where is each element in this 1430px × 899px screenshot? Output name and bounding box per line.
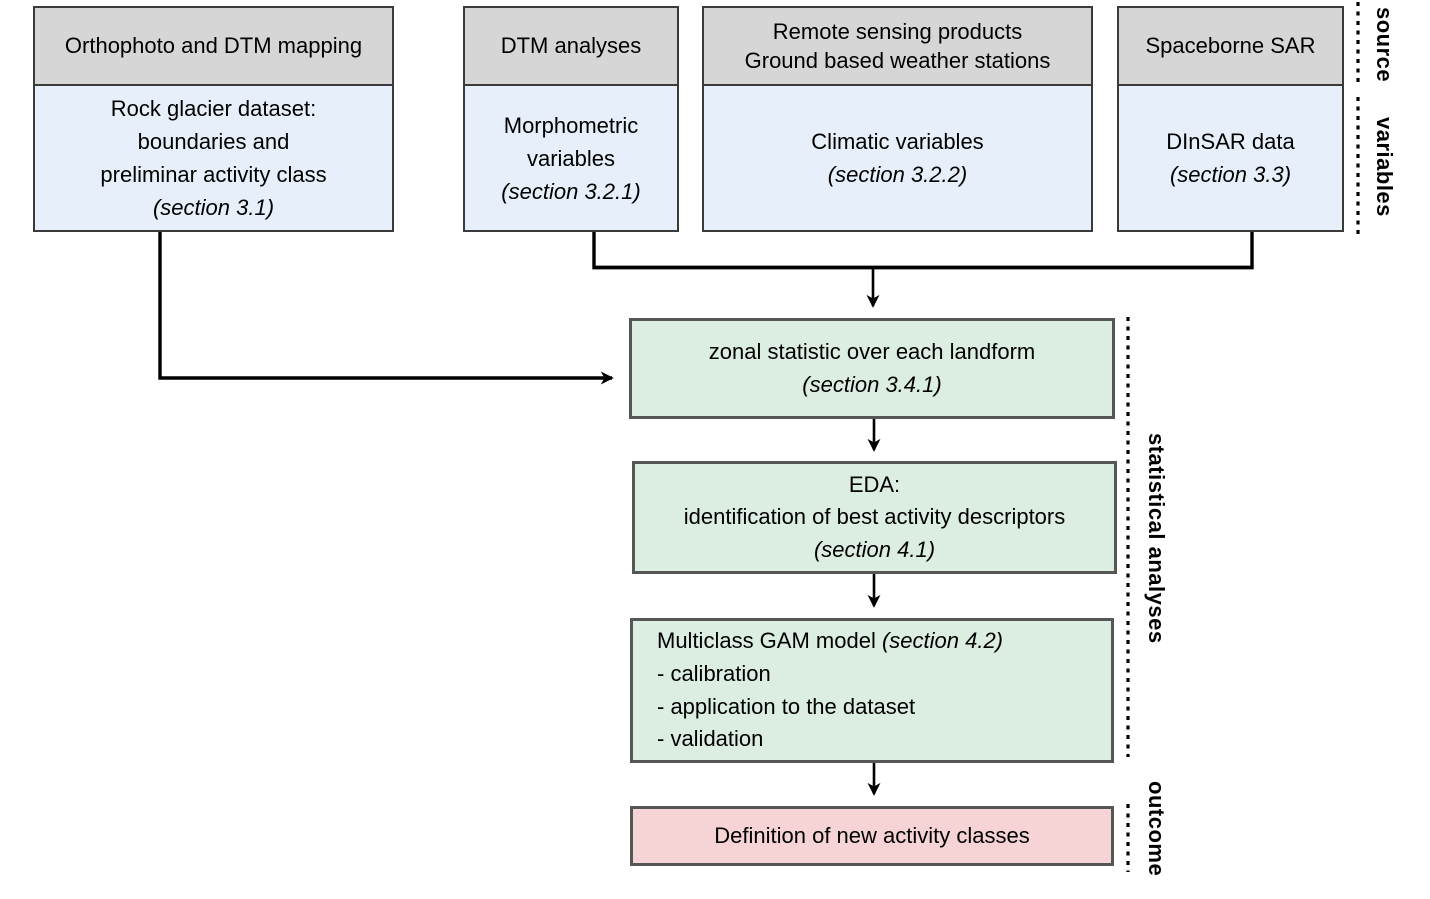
side-label-source: source xyxy=(1372,7,1397,83)
source-box-spaceborne-sar: Spaceborne SAR xyxy=(1119,8,1342,86)
variable-box-dinsar-data: DInSAR data (section 3.3) xyxy=(1119,86,1342,230)
section-reference: (section 3.2.1) xyxy=(501,178,641,204)
section-reference: (section 3.4.1) xyxy=(802,371,942,397)
gam-title: Multiclass GAM model xyxy=(657,628,882,654)
side-label-outcome: outcome xyxy=(1144,781,1169,877)
side-label-statistical-analyses: statistical analyses xyxy=(1144,432,1169,644)
outcome-text: Definition of new activity classes xyxy=(714,822,1030,848)
variable-box-climatic-variables: Climatic variables (section 3.2.2) xyxy=(704,86,1091,230)
arrow-dataset-to-zonal xyxy=(158,231,614,385)
variable-text: DInSAR data xyxy=(1166,129,1295,154)
gam-item-application: - application to the dataset xyxy=(657,693,916,719)
source-box-remote-sensing-weather-stations: Remote sensing products Ground based wea… xyxy=(704,8,1091,86)
section-reference: (section 3.1) xyxy=(152,195,275,220)
source-box-orthophoto-dtm-mapping: Orthophoto and DTM mapping xyxy=(35,8,392,86)
column-orthophoto-dtm: Orthophoto and DTM mapping Rock glacier … xyxy=(33,6,394,232)
stage-box-eda: EDA: identification of best activity des… xyxy=(632,461,1117,574)
gam-title-line: Multiclass GAM model (section 4.2) xyxy=(657,625,1003,658)
column-dtm-analyses: DTM analyses Morphometric variables (sec… xyxy=(463,6,679,232)
section-reference: (section 4.1) xyxy=(813,536,936,562)
side-label-variables: variables xyxy=(1372,117,1397,217)
source-box-dtm-analyses: DTM analyses xyxy=(465,8,677,86)
stage-text: EDA: identification of best activity des… xyxy=(683,471,1066,530)
stage-text: zonal statistic over each landform xyxy=(708,338,1036,364)
variable-text: Rock glacier dataset: boundaries and pre… xyxy=(100,96,327,187)
gam-item-calibration: - calibration xyxy=(657,660,771,686)
gam-item-validation: - validation xyxy=(657,726,764,752)
stage-box-zonal-statistic: zonal statistic over each landform (sect… xyxy=(629,318,1115,419)
outcome-box-new-activity-classes: Definition of new activity classes xyxy=(630,806,1114,866)
section-reference: (section 3.2.2) xyxy=(827,162,968,187)
column-remote-sensing: Remote sensing products Ground based wea… xyxy=(702,6,1093,232)
column-spaceborne-sar: Spaceborne SAR DInSAR data (section 3.3) xyxy=(1117,6,1344,232)
variable-text: Climatic variables xyxy=(811,129,984,154)
variable-box-rock-glacier-dataset: Rock glacier dataset: boundaries and pre… xyxy=(35,86,392,230)
variable-text: Morphometric variables xyxy=(503,112,639,171)
variable-box-morphometric-variables: Morphometric variables (section 3.2.1) xyxy=(465,86,677,230)
section-reference: (section 4.2) xyxy=(881,628,1004,654)
stage-box-multiclass-gam: Multiclass GAM model (section 4.2) - cal… xyxy=(630,618,1114,763)
section-reference: (section 3.3) xyxy=(1169,162,1292,187)
